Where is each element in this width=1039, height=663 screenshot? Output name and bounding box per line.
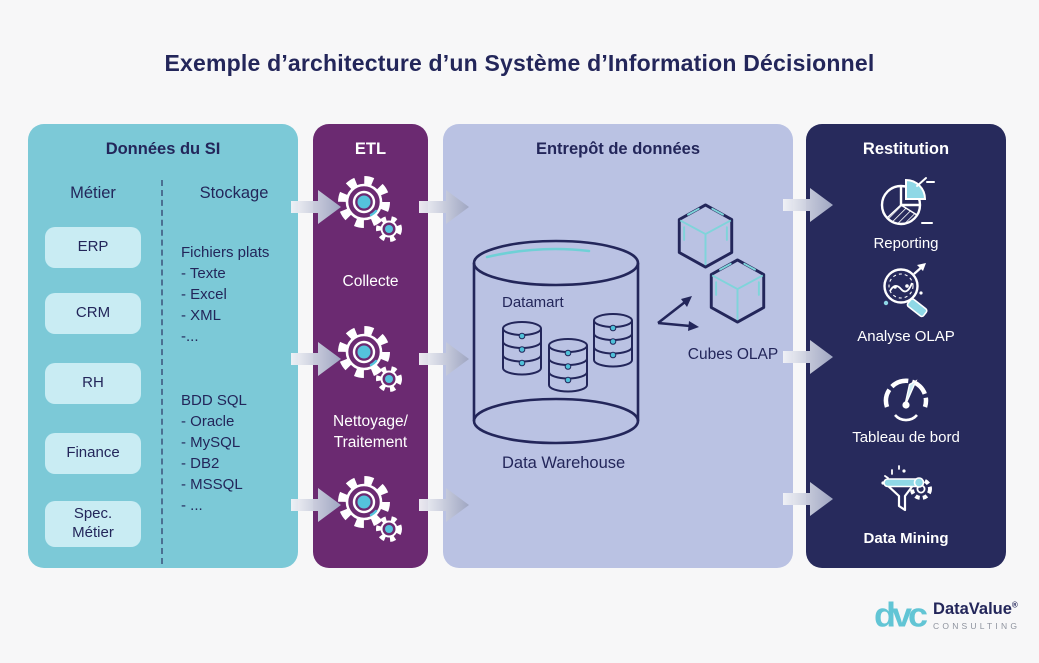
etl-step-nettoyage: Nettoyage/ Traitement — [313, 411, 428, 453]
stockage-flat-title: Fichiers plats — [181, 244, 270, 261]
panel-donnees-title: Données du SI — [105, 140, 221, 158]
stockage-fichiers-plats: Fichiers plats - Texte - Excel - XML -..… — [181, 242, 299, 347]
panel-etl: ETL Collecte — [313, 124, 428, 568]
panel-restitution-title: Restitution — [862, 140, 950, 158]
metier-chip-crm: CRM — [45, 293, 141, 334]
metier-chip-spec-metier: Spec. Métier — [45, 501, 141, 547]
olap-cube-icon — [675, 202, 736, 275]
stockage-sql-item: - Oracle — [181, 413, 235, 430]
datamart-database-icon — [546, 337, 590, 400]
gauge-icon — [878, 370, 934, 429]
olap-cube-icon — [707, 257, 768, 330]
stockage-sql-item: - DB2 — [181, 455, 220, 472]
panel-etl-title: ETL — [354, 140, 387, 158]
stockage-sql-title: BDD SQL — [181, 392, 247, 409]
cubes-olap-label: Cubes OLAP — [687, 346, 779, 363]
page-title: Exemple d’architecture d’un Système d’In… — [164, 50, 875, 76]
etl-step-nettoyage-line1: Nettoyage/ — [333, 413, 408, 430]
column-metier-label: Métier — [70, 184, 116, 202]
stockage-flat-item: - Excel — [181, 286, 227, 303]
gears-chargement-icon — [334, 474, 406, 544]
stockage-bdd-sql: BDD SQL - Oracle - MySQL - DB2 - MSSQL -… — [181, 390, 299, 516]
metier-chip-rh: RH — [45, 363, 141, 404]
stockage-flat-item: - Texte — [181, 265, 226, 282]
pie-chart-icon — [876, 174, 936, 235]
logo-subtitle: CONSULTING — [933, 620, 1021, 631]
logo-mark: dvc — [874, 595, 928, 634]
metier-chip-finance: Finance — [45, 433, 141, 474]
magnifier-chart-icon — [876, 262, 936, 325]
stockage-sql-item: - MySQL — [181, 434, 241, 451]
restitution-item-data-mining: Data Mining — [863, 530, 949, 547]
gears-nettoyage-icon — [334, 324, 406, 394]
panel-restitution: Restitution Reporting — [806, 124, 1006, 568]
datamart-database-icon — [500, 320, 544, 383]
restitution-item-reporting: Reporting — [873, 235, 939, 252]
registered-mark: ® — [1011, 600, 1018, 610]
etl-step-collecte: Collecte — [342, 273, 399, 290]
restitution-item-tableau-de-bord: Tableau de bord — [852, 429, 960, 446]
funnel-gear-icon — [876, 462, 936, 527]
stockage-flat-item: -... — [181, 328, 199, 345]
branch-arrows-icon — [654, 291, 704, 338]
panel-donnees-si: Données du SI Métier Stockage ERP CRM RH… — [28, 124, 298, 568]
data-warehouse-label: Data Warehouse — [502, 454, 626, 472]
etl-step-nettoyage-line2: Traitement — [333, 434, 408, 451]
column-stockage-label: Stockage — [199, 184, 269, 202]
panel-entrepot: Entrepôt de données Datamart — [443, 124, 793, 568]
gears-collecte-icon — [334, 174, 406, 244]
logo-brand: DataValue — [933, 599, 1012, 618]
datavalue-logo: dvc DataValue® CONSULTING — [874, 597, 1020, 633]
datamart-label: Datamart — [502, 294, 564, 311]
stockage-sql-item: - MSSQL — [181, 476, 243, 493]
stockage-sql-item: - ... — [181, 497, 203, 514]
restitution-item-analyse-olap: Analyse OLAP — [857, 328, 955, 345]
data-warehouse-cylinder-icon — [471, 238, 641, 451]
stockage-flat-item: - XML — [181, 307, 222, 324]
metier-chip-erp: ERP — [45, 227, 141, 268]
panel-entrepot-title: Entrepôt de données — [535, 140, 701, 158]
dashed-divider — [161, 180, 163, 564]
datamart-database-icon — [591, 312, 635, 375]
